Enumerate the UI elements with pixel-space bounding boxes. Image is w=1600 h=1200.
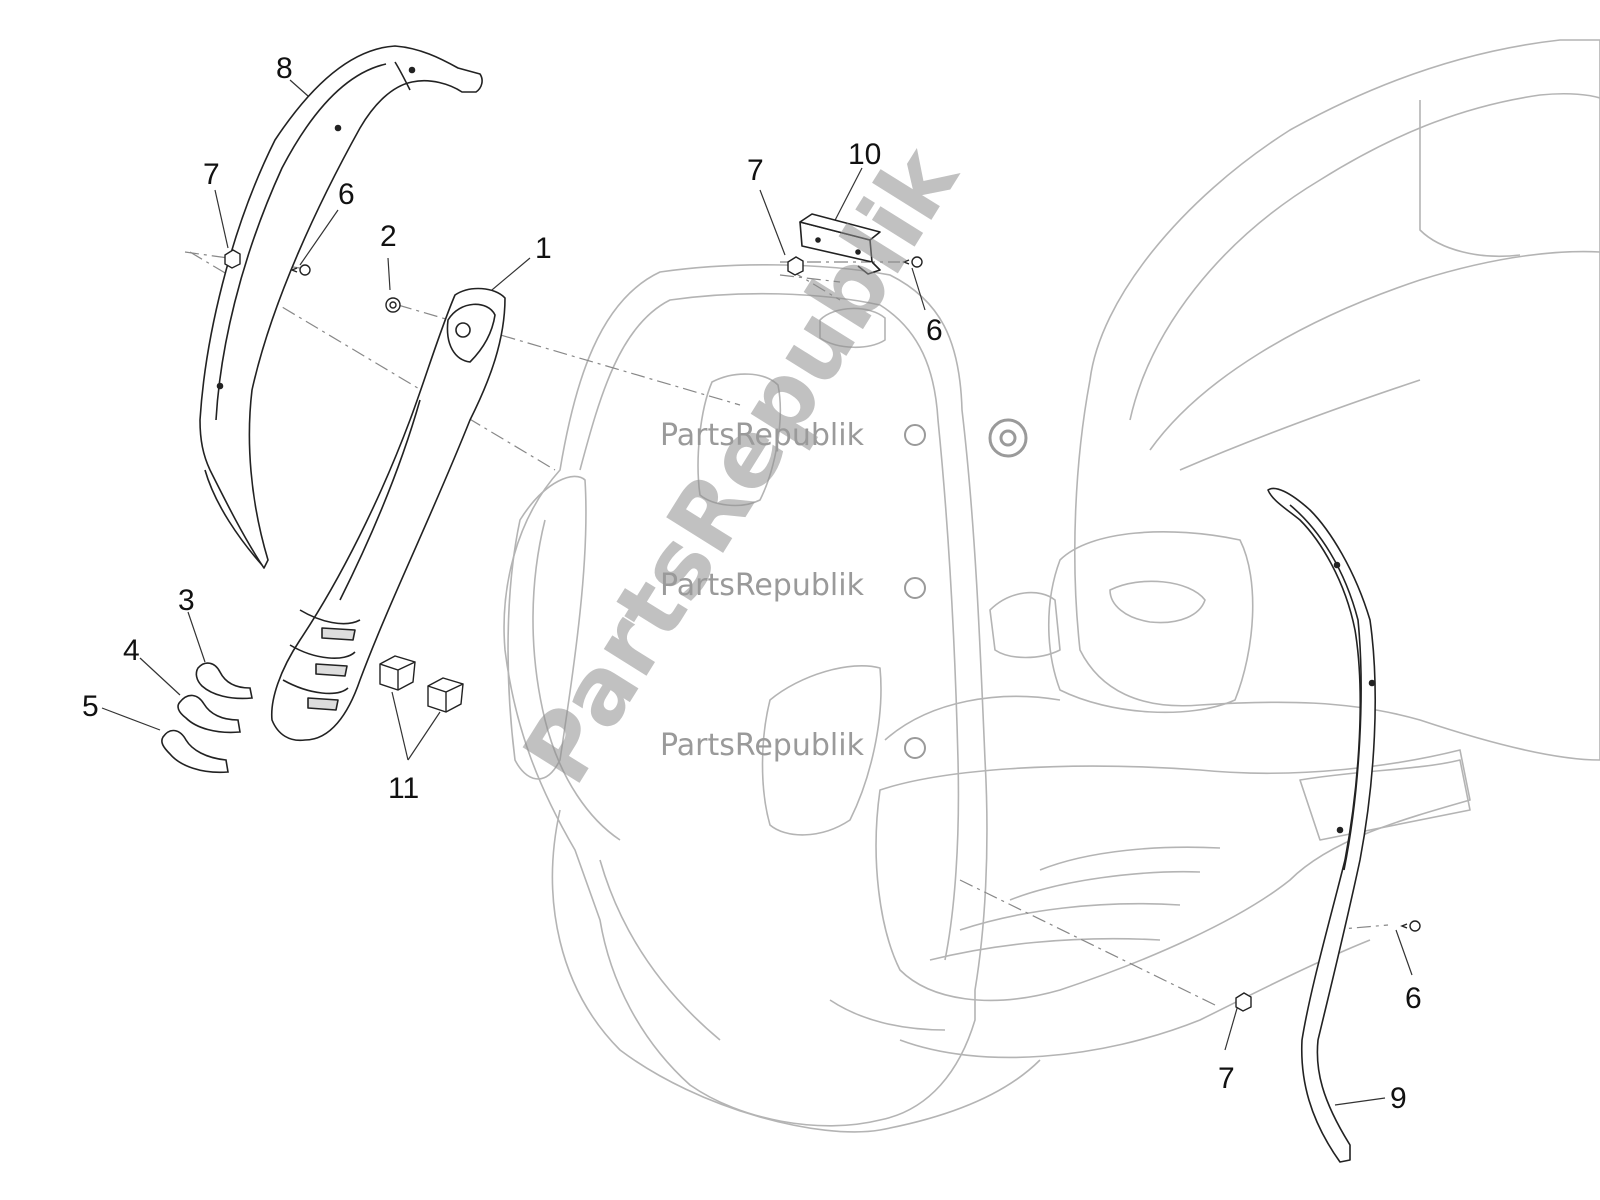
gear-icon — [904, 424, 926, 759]
rear-body — [1073, 39, 1600, 761]
trim-part-3 — [195, 662, 253, 700]
floorboard — [875, 749, 1471, 1002]
callout-6b: 6 — [926, 314, 943, 347]
trim-part-9 — [1267, 487, 1376, 1163]
scooter-body — [503, 39, 1600, 1133]
apron-crease — [829, 999, 946, 1031]
leader-7a — [214, 189, 229, 249]
callout-6c: 6 — [1405, 982, 1422, 1015]
callout-7a: 7 — [203, 158, 220, 191]
watermark-row-2: PartsRepublik — [660, 568, 865, 603]
lower-apron — [551, 809, 1041, 1133]
callout-10: 10 — [848, 138, 881, 171]
leg-shield-inner — [579, 292, 960, 961]
leader-9 — [1334, 1097, 1386, 1106]
clip-part-7a — [224, 249, 241, 269]
tub-mid — [1179, 379, 1421, 471]
floor-rib-3 — [929, 937, 1161, 961]
screw-part-6b — [902, 256, 923, 268]
leader-6b — [911, 267, 926, 311]
callout-4: 4 — [123, 634, 140, 667]
watermark-row-1: PartsRepublik — [660, 418, 865, 453]
shield-recess-lower — [761, 665, 882, 836]
leader-4 — [139, 657, 181, 696]
callout-3: 3 — [178, 584, 195, 617]
floor-tunnel — [989, 591, 1061, 659]
belly-pan — [899, 939, 1371, 1059]
assembly-line-8-shield — [189, 251, 556, 471]
leg-shield-outline — [503, 264, 988, 1127]
floor-rib-4 — [1039, 846, 1221, 871]
assembly-line-bottom — [959, 879, 1216, 1006]
leader-2 — [387, 257, 391, 291]
callout-9: 9 — [1390, 1082, 1407, 1115]
horn-cast-slot — [697, 373, 782, 507]
trim-part-8 — [199, 45, 483, 569]
glovebox-handle — [1109, 580, 1206, 624]
leader-7c — [1224, 1004, 1239, 1051]
trim-part-4 — [177, 694, 241, 734]
screw-part-6c — [1400, 920, 1421, 932]
bracket-part-10 — [799, 213, 881, 275]
callout-1: 1 — [535, 232, 552, 265]
leader-3 — [187, 611, 206, 663]
floor-front — [884, 695, 1061, 741]
callout-7c: 7 — [1218, 1062, 1235, 1095]
watermark-diagonal: PartsRepublik — [503, 128, 979, 802]
callout-7b: 7 — [747, 154, 764, 187]
assembly-line-top-2 — [779, 274, 841, 283]
tub-side — [1419, 100, 1521, 258]
watermark-row-3: PartsRepublik — [660, 728, 865, 763]
trim-part-5 — [161, 729, 229, 774]
cube-part-11a — [379, 655, 416, 691]
callout-2: 2 — [380, 220, 397, 253]
leader-6c — [1395, 929, 1413, 976]
shield-recess-left — [507, 475, 587, 780]
assembly-line-top-3 — [789, 269, 841, 301]
screw-part-2 — [385, 297, 401, 313]
cube-part-11b — [427, 677, 464, 713]
callout-labels: 1 2 3 4 5 6 6 6 7 7 7 8 9 10 11 — [82, 52, 1422, 1115]
gear-icon — [988, 418, 1028, 458]
seat-tub-floor — [1149, 250, 1600, 451]
leader-5 — [101, 707, 161, 731]
grille-part-1 — [270, 287, 506, 742]
seat-tub-rim — [1129, 92, 1600, 421]
floor-rib-2 — [959, 902, 1181, 931]
floor-rib-1 — [1009, 870, 1201, 901]
callout-8: 8 — [276, 52, 293, 85]
clip-part-7b — [787, 256, 804, 276]
tank-neck — [819, 307, 886, 349]
step-plate — [1299, 759, 1471, 841]
leader-6a — [299, 209, 339, 266]
leader-11b — [407, 711, 441, 761]
apron-line-2 — [599, 859, 721, 1041]
callout-11: 11 — [388, 772, 419, 805]
callout-5: 5 — [82, 690, 99, 723]
clip-part-7c — [1235, 992, 1252, 1012]
leader-11a — [391, 691, 409, 761]
screw-part-6a — [290, 264, 311, 276]
glovebox — [1047, 531, 1254, 714]
callout-6a: 6 — [338, 178, 355, 211]
leg-shield-rim — [532, 519, 621, 841]
leader-7b — [759, 189, 786, 256]
